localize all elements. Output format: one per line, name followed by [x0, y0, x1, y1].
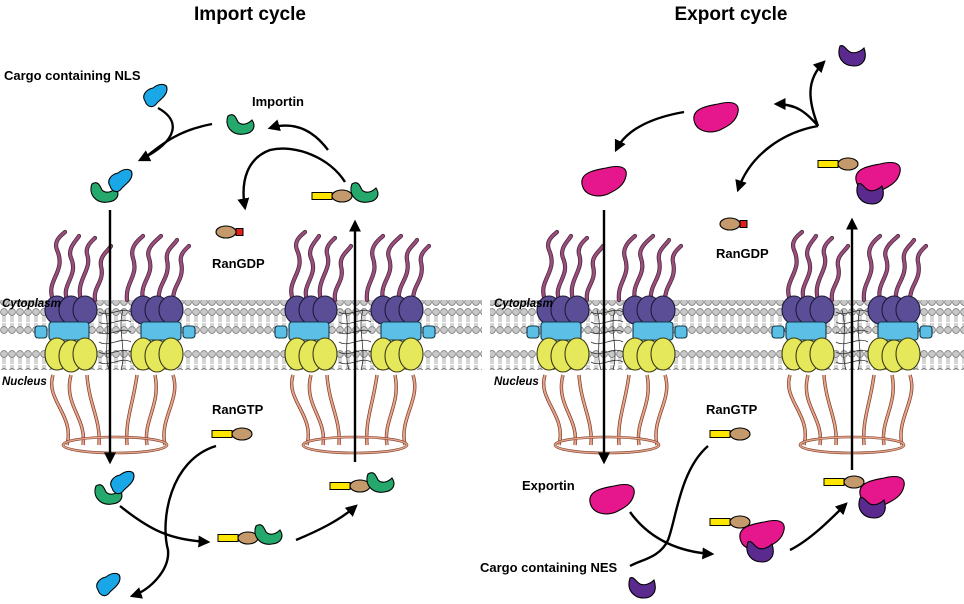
export-arrows	[598, 60, 858, 568]
importin-label: Importin	[252, 94, 304, 109]
export-rangtp-label: RanGTP	[706, 402, 758, 417]
nls-cargo-free	[143, 83, 168, 108]
export-cycle-title: Export cycle	[675, 4, 788, 25]
import-arrows	[104, 106, 361, 599]
nls-cargo-released	[96, 572, 121, 597]
import-rangdp-label: RanGDP	[212, 256, 265, 271]
export-rangdp	[719, 217, 748, 231]
export-nucleus-label: Nucleus	[494, 376, 539, 388]
importin-cargo-complex-nucleus	[94, 470, 135, 505]
nes-cargo-released	[838, 45, 866, 67]
export-panel: Export cycle Cytoplasm Nucleus RanGDP Ra…	[480, 4, 964, 599]
importin-rangtp-complex-nucleus	[329, 472, 395, 493]
exportin-cytoplasm	[581, 165, 627, 197]
import-rangtp	[211, 427, 253, 441]
importin-free	[226, 114, 255, 135]
import-cytoplasm-label: Cytoplasm	[2, 298, 61, 310]
export-rangtp	[709, 427, 751, 441]
importin-cargo-complex-top	[90, 168, 133, 203]
nls-cargo-label: Cargo containing NLS	[4, 68, 141, 83]
import-cycle-title: Import cycle	[194, 4, 306, 25]
import-rangtp-label: RanGTP	[212, 402, 264, 417]
exportin-nucleus	[589, 483, 635, 515]
import-rangdp	[215, 225, 244, 239]
import-panel: Import cycle Cytoplasm Nucleus Cargo con…	[0, 4, 482, 599]
export-complex-bottom	[709, 515, 785, 563]
export-rangdp-label: RanGDP	[716, 246, 769, 261]
export-cytoplasm-label: Cytoplasm	[494, 298, 553, 310]
nes-cargo-label: Cargo containing NES	[480, 560, 618, 575]
importin-rangtp-complex-top	[311, 182, 379, 203]
nes-cargo-nucleus	[628, 577, 656, 599]
import-nucleus-label: Nucleus	[2, 376, 47, 388]
export-complex-nucleus	[823, 475, 905, 519]
importin-rangtp-complex-bottom	[217, 524, 283, 545]
exportin-free-top	[693, 101, 739, 133]
export-complex-top	[817, 157, 901, 205]
exportin-label: Exportin	[522, 478, 575, 493]
